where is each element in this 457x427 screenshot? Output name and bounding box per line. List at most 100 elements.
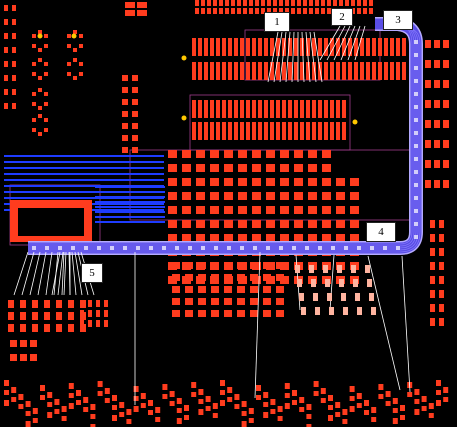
pad [263,274,271,281]
wire [367,255,401,391]
pad [327,8,331,14]
pad [196,150,205,158]
pad [366,70,370,80]
pad [282,100,286,110]
pad [224,274,232,281]
pad [425,120,431,128]
pad [252,220,261,228]
wire [53,251,59,296]
pad [137,2,147,8]
pad [363,0,367,6]
pad [30,354,37,361]
pad [276,130,280,140]
blue-trace [4,197,164,199]
pad [252,206,261,214]
pad [308,178,317,186]
pad [402,38,406,48]
pad [312,38,316,48]
pad [282,62,286,72]
pad [255,8,259,14]
pad [336,130,340,140]
via [227,246,231,250]
via [175,246,179,250]
pad [321,8,325,14]
pad [436,390,441,395]
pad [56,324,62,332]
pad [228,70,232,80]
pad [234,404,240,409]
pad [132,87,138,93]
pad [213,0,217,6]
pad [357,0,361,6]
pad [400,415,405,420]
pad [182,178,191,186]
pad [196,206,205,214]
pad [350,206,359,214]
pad [285,0,289,6]
pad [294,130,298,140]
pad [4,61,8,67]
pad [198,409,204,415]
pad [322,192,331,200]
pad [342,108,346,118]
pad [270,130,274,140]
pad [390,38,394,48]
pad [443,40,449,48]
pad [73,30,77,34]
pad [211,310,219,317]
pad [318,100,322,110]
callout-4-label: 4 [378,226,384,238]
pad [198,389,204,395]
pad [182,164,191,172]
pad [392,398,398,404]
via [414,235,418,239]
wire [13,251,29,296]
via [305,246,309,250]
pad [204,46,208,56]
pad [313,381,319,387]
pad [318,70,322,80]
pad [88,300,92,307]
pad [324,62,328,72]
callout-3: 3 [383,10,413,30]
pad [439,234,444,242]
pad [276,46,280,56]
pad [390,46,394,56]
pad [322,220,331,228]
pad [434,40,440,48]
pad [224,234,233,242]
pad [38,88,42,92]
pad [336,206,345,214]
pad [216,122,220,132]
pad [350,234,359,242]
wire [57,251,64,296]
pad [320,388,326,394]
pad [240,46,244,56]
pad [396,70,400,80]
pad [125,10,135,16]
pad [443,397,449,402]
pad [132,75,138,81]
hatched-pad [297,279,302,287]
pad [354,46,358,56]
pad [258,100,262,110]
pad [224,262,232,269]
pad [12,75,16,81]
pad [430,318,435,326]
pad [172,262,180,269]
pad [342,62,346,72]
pad [425,100,431,108]
pad [191,382,197,388]
pad [38,76,42,80]
pad [54,399,60,405]
pad [196,220,205,228]
via [414,53,418,57]
pad [238,234,247,242]
blue-trace [4,173,164,175]
pad [61,406,67,412]
pad [210,234,219,242]
pad [264,108,268,118]
pad [112,395,117,401]
pad [320,398,326,403]
